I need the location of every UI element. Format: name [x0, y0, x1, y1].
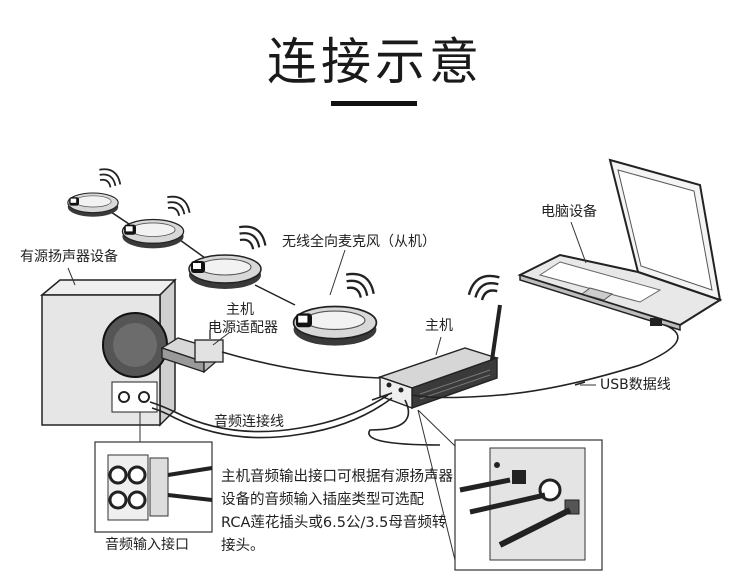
power-adapter-label-line2: 电源适配器 — [208, 320, 278, 336]
audio-input-inset — [94, 441, 213, 533]
speaker-label: 有源扬声器设备 — [20, 249, 118, 265]
host-rear-inset — [454, 439, 603, 571]
microphone-icon — [121, 218, 185, 250]
page-title: 连接示意 — [267, 33, 483, 91]
wifi-signal-icon — [338, 266, 380, 304]
host-unit-icon — [377, 347, 500, 410]
wifi-signal-icon — [93, 163, 125, 192]
speaker-icon — [39, 278, 177, 427]
power-adapter-label-line1: 主机 — [226, 302, 254, 318]
mic-label: 无线全向麦克风（从机） — [282, 234, 436, 250]
host-label: 主机 — [425, 318, 453, 334]
title-underline — [331, 101, 417, 106]
cable-icon — [149, 392, 441, 446]
audio-cable-label: 音频连接线 — [214, 414, 284, 430]
antenna-icon — [490, 304, 502, 361]
microphone-icon — [292, 305, 378, 347]
microphone-icon — [67, 192, 119, 218]
wifi-signal-icon — [161, 190, 195, 221]
laptop-icon — [517, 158, 723, 332]
wifi-signal-icon — [232, 219, 272, 255]
microphone-icon — [188, 254, 262, 290]
wifi-signal-icon — [463, 268, 507, 306]
power-adapter-icon — [160, 330, 381, 379]
connection-note: 主机音频输出接口可根据有源扬声器设备的音频输入插座类型可选配RCA莲花插头或6.… — [221, 469, 453, 554]
cable-icon — [411, 324, 679, 399]
computer-label: 电脑设备 — [541, 204, 597, 220]
audio-input-label: 音频输入接口 — [105, 537, 189, 553]
usb-cable-label: USB数据线 — [600, 377, 671, 393]
